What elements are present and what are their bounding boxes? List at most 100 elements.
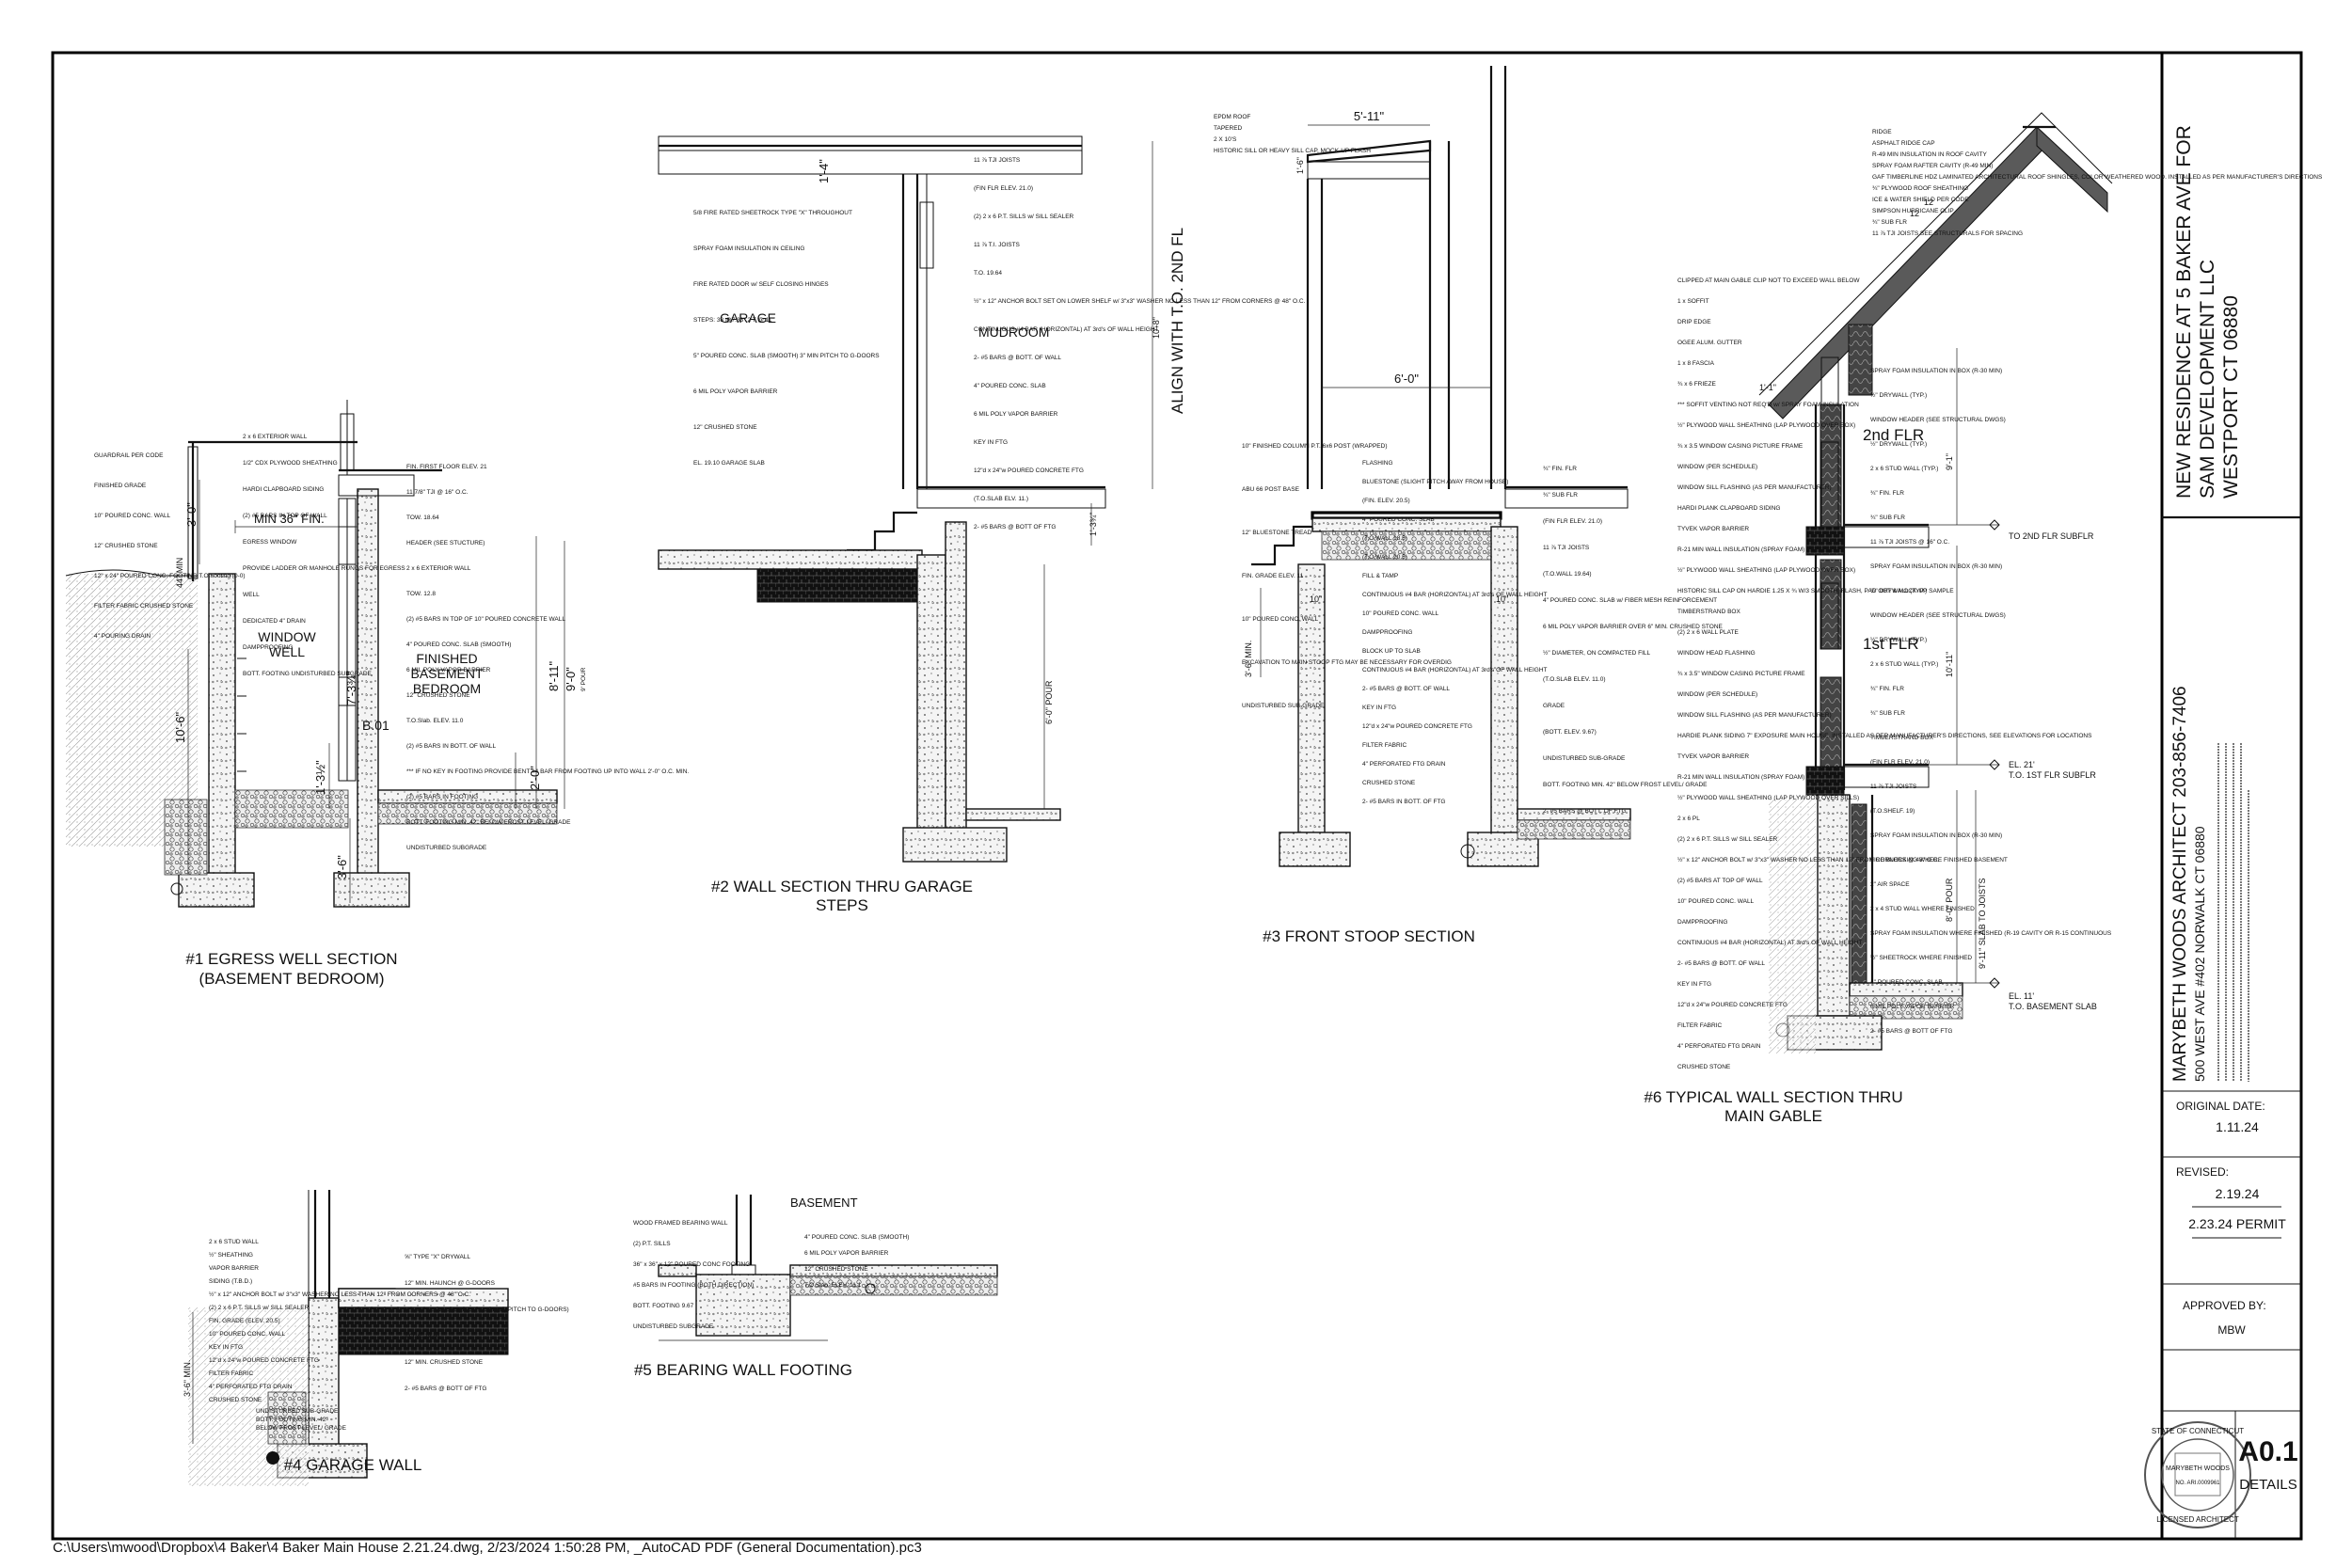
callout-note: CONTINUOUS #4 BAR (HORIZONTAL) AT 3rd's … [1362, 592, 1548, 598]
callout-note: 36" x 36" x 12" POURED CONC FOOTING [633, 1261, 750, 1268]
callout-note: 11 ⅞ TJI JOISTS [974, 157, 1021, 164]
project-line-3: WESTPORT CT 06880 [2220, 295, 2242, 499]
callout-note: 2- #5 BARS @ BOTT OF FTG [1870, 1028, 1952, 1035]
seal-number: NO. ARI.0009961 [2175, 1481, 2220, 1486]
revised-label: REVISED: [2176, 1165, 2229, 1179]
sheet-title: DETAILS [2239, 1477, 2296, 1493]
dim-12-b: 12 [1924, 198, 1933, 207]
tag-1st-subflr: T.O. 1ST FLR SUBFLR [2009, 770, 2096, 780]
detail-1-egress-well: WINDOW WELL FINISHED BASEMENT BEDROOM B.… [65, 400, 689, 988]
callout-note: WINDOW SILL FLASHING (AS PER MANUFACTURE… [1677, 484, 1832, 491]
dim-2-0: 2'-0" [528, 766, 542, 790]
callout-note: FILTER FABRIC [1362, 742, 1406, 749]
detail-2-garage-steps: GARAGE MUDROOM 1'-4" 1'-3¾" 6'-0" POUR 5… [658, 135, 1306, 914]
callout-note: FILTER FABRIC [1677, 1022, 1722, 1029]
callout-note: 5/8 FIRE RATED SHEETROCK TYPE "X" THROUG… [693, 210, 852, 216]
callout-note: 4" PERFORATED FTG DRAIN [1362, 761, 1446, 768]
callout-note: TAPERED [1214, 125, 1243, 132]
dim-1-1: 1'-1" [1759, 383, 1776, 392]
callout-note: 2 x 6 STUD WALL (TYP.) [1870, 661, 1938, 668]
callout-note: FILTER FABRIC CRUSHED STONE [94, 603, 194, 610]
callout-note: ¾ x 3.5" WINDOW CASING PICTURE FRAME [1677, 671, 1805, 677]
callout-note: 10" POURED CONC. WALL [1677, 898, 1755, 905]
callout-note: (2) P.T. SILLS [633, 1241, 671, 1247]
sheet-number: A0.1 [2238, 1436, 2297, 1467]
bedroom-label-2: BASEMENT [410, 666, 483, 681]
project-line-1: NEW RESIDENCE AT 5 BAKER AVE FOR [2173, 125, 2195, 499]
callout-note: WOOD FRAMED BEARING WALL [633, 1220, 728, 1227]
callout-note: ¾" SUB FLR [1543, 492, 1578, 499]
dim-6-0-pour: 6'-0" POUR [1044, 680, 1054, 724]
callout-note: ¾" FIN. FLR [1870, 490, 1904, 497]
callout-note: WINDOW (PER SCHEDULE) [1677, 464, 1757, 470]
callout-note: 12" CRUSHED STONE [94, 543, 158, 549]
callout-note: 10" FINISHED COLUMN P.T. 6x6 POST (WRAPP… [1242, 443, 1388, 450]
callout-note: 12" MIN. CRUSHED STONE [405, 1359, 484, 1366]
fine-print-lines [2217, 743, 2249, 1082]
architect-line-1: MARYBETH WOODS ARCHITECT 203-856-7406 [2170, 686, 2190, 1082]
callout-note: (T.O.WALL 20.5) [1362, 554, 1407, 561]
dim-8-11: 8'-11" [547, 660, 561, 691]
callout-note: 4" POURED CONC. SLAB [974, 383, 1046, 389]
dim-10-11: 10'-11" [1945, 652, 1954, 677]
dim-8-0-pour: 8'-0" POUR [1945, 878, 1954, 922]
callout-note: GAF TIMBERLINE HDZ LAMINATED ARCHITECTUR… [1872, 174, 2323, 181]
callout-note: ¾" SUB FLR [1872, 219, 1907, 226]
callout-note: 11 ⅞ TJI JOISTS [1543, 545, 1590, 551]
callout-note: 1 x 8 FASCIA [1677, 360, 1715, 367]
room-tag-b01: B.01 [362, 718, 389, 733]
callout-note: 12"d x 24"w POURED CONCRETE FTG [974, 467, 1084, 474]
dim-9-pour: 9' POUR [580, 667, 587, 691]
callout-note: (2) 2 x 6 P.T. SILLS w/ SILL SEALER [1677, 836, 1778, 843]
seal-ring-bottom: LICENSED ARCHITECT [2156, 1515, 2239, 1524]
callout-note: R-49 MIN INSULATION IN ROOF CAVITY [1872, 151, 1987, 158]
callout-note: BOTT. FOOTING MIN. 42" BELOW FROST LEVEL… [406, 819, 571, 826]
callout-note: 2- #5 BARS @ BOTT. OF WALL [1677, 960, 1765, 967]
dim-9-0: 9'-0" [564, 667, 578, 691]
seal-name: MARYBETH WOODS [2166, 1465, 2230, 1472]
callout-note: HARDI CLAPBOARD SIDING [243, 486, 324, 493]
callout-note: *** IF NO KEY IN FOOTING PROVIDE BENT #4… [406, 768, 689, 775]
detail-5-notes-right: 4" POURED CONC. SLAB (SMOOTH)6 MIL POLY … [804, 1234, 909, 1289]
detail-6-notes-right: SPRAY FOAM INSULATION IN BOX (R-30 MIN) ½… [1870, 368, 2112, 1035]
callout-note: (FIN FLR ELEV. 21.0) [1543, 518, 1602, 525]
callout-note: ½" DRYWALL (TYP.) [1870, 636, 1927, 643]
dim-3-6-min: 3'-6" MIN. [1244, 641, 1253, 677]
callout-note: 2- #5 BARS @ BOTT. OF FTG [1543, 808, 1627, 815]
callout-note: CONTINUOUS #4 BAR (HORIZONTAL) AT 3rd's … [974, 326, 1159, 333]
callout-note: CRUSHED STONE [1362, 780, 1416, 786]
callout-note: UNDISTURBED SUBGRADE [406, 845, 487, 851]
callout-note: 2 x 6 STUD WALL (TYP.) [1870, 466, 1938, 472]
mudroom-label: MUDROOM [978, 325, 1049, 340]
callout-note: 4" PERFORATED FTG DRAIN [1677, 1043, 1761, 1050]
callout-note: T.O.W. 19.64 [405, 1333, 440, 1339]
dim-10-b: 10" [1496, 594, 1508, 604]
callout-note: T.O.Slab. ELEV. 11.0 [406, 718, 464, 724]
callout-note: 1 x SOFFIT [1677, 298, 1709, 305]
callout-note: CONTINUOUS #4 BAR (HORIZONTAL) AT 3rd's … [1362, 667, 1548, 673]
callout-note: BELOW FROST LEVEL/ GRADE [256, 1425, 347, 1432]
callout-note: DRIP EDGE [1677, 319, 1711, 325]
callout-note: 4" POURED CONC. SLAB (SMOOTH) [406, 641, 511, 648]
callout-note: (2) #5 BARS IN FOOTING [406, 794, 478, 800]
callout-note: ¾ x 6 FRIEZE [1677, 381, 1716, 388]
approved-value: MBW [2217, 1323, 2246, 1337]
callout-note: BOTT. FOOTING MIN. 42" BELOW FROST LEVEL… [1543, 782, 1708, 788]
callout-note: #5 BARS IN FOOTING (BOTH DIRECTION) [633, 1282, 754, 1289]
callout-note: KEY IN FTG [1362, 705, 1396, 711]
detail-5-notes-left: WOOD FRAMED BEARING WALL (2) P.T. SILLS 36… [633, 1220, 754, 1330]
align-note: ALIGN WITH T.O. 2ND FL [1168, 228, 1186, 414]
callout-note: ½" PLYWOOD WALL SHEATHING (LAP PLYWOOD O… [1677, 421, 1855, 429]
callout-note: (2) #5 BARS AT TOP OF WALL [1677, 878, 1763, 884]
window-well-label-2: WELL [269, 644, 305, 659]
callout-note: 6 MIL POLY VAPOR BARRIER [974, 411, 1058, 418]
callout-note: T.O.Slab. ELEV. 11.1 [804, 1282, 862, 1289]
callout-note: 2 X 10'S [1214, 136, 1237, 143]
dim-9-11: 9'-11" SLAB TO JOISTS [1978, 879, 1987, 969]
callout-note: 12"d x 24"w POURED CONCRETE FTG [1677, 1002, 1788, 1008]
callout-note: SPRAY FOAM INSULATION IN BOX (R-30 MIN) [1870, 832, 2002, 839]
